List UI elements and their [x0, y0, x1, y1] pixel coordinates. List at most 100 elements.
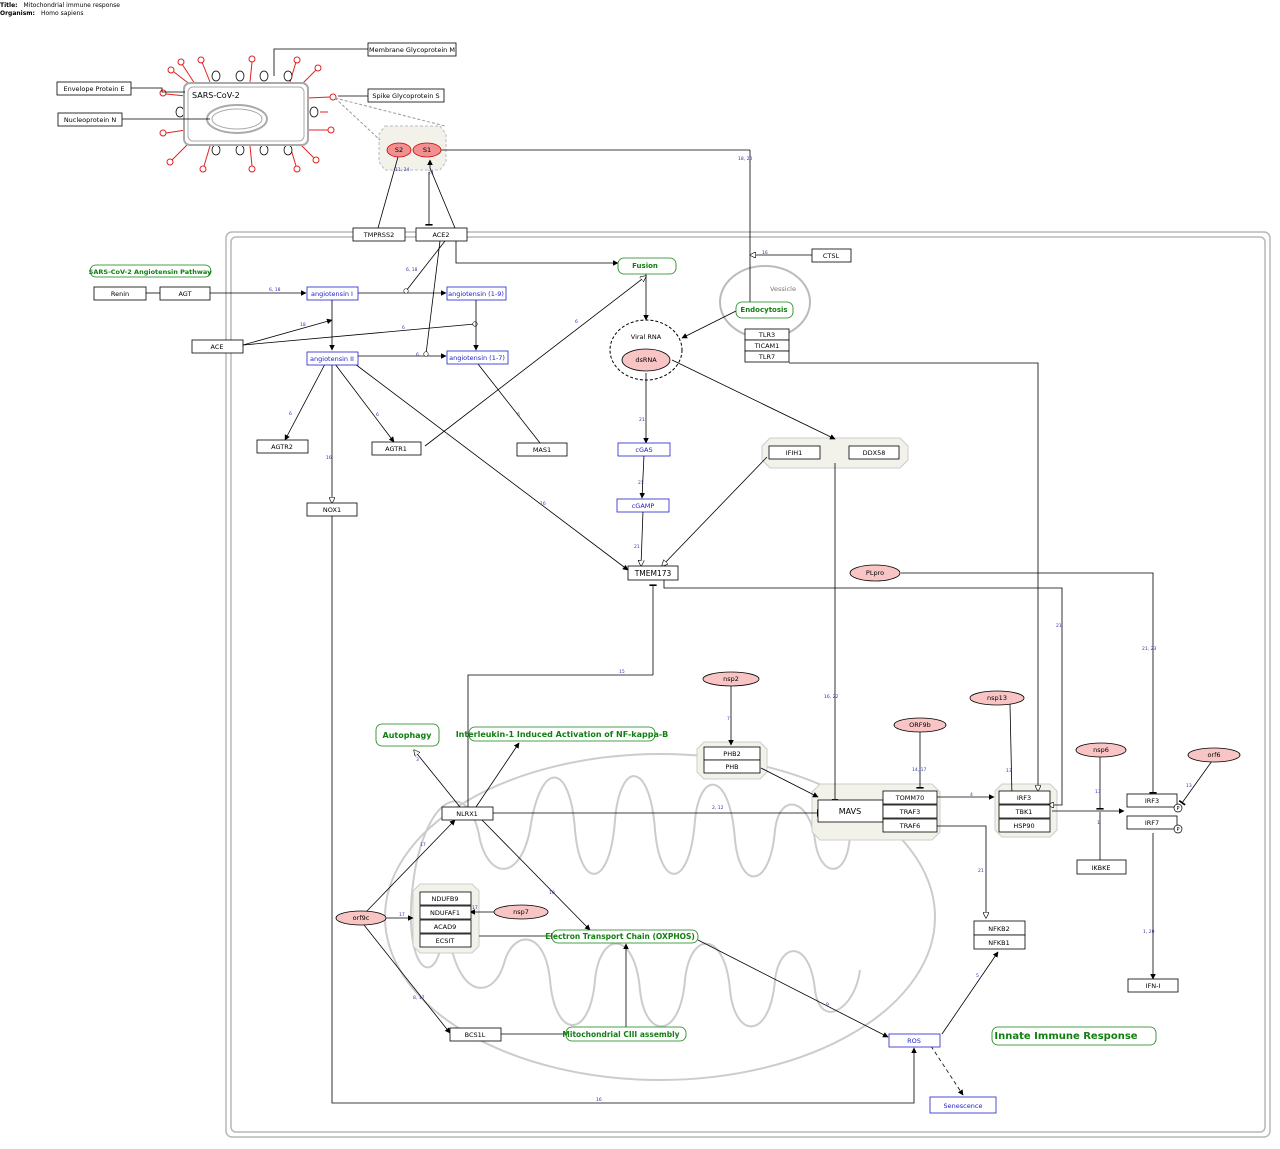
s-complex — [378, 125, 447, 171]
svg-text:ACE2: ACE2 — [432, 231, 449, 239]
phospho-marker-irf3: P — [1173, 803, 1183, 813]
ref-label: 16 — [326, 455, 332, 461]
pathway-etc: Electron Transport Chain (OXPHOS) — [545, 929, 699, 944]
organism-value: Homo sapiens — [40, 10, 84, 17]
pathway-innate-immune: Innate Immune Response — [991, 1026, 1157, 1046]
svg-text:ACE: ACE — [211, 343, 224, 351]
svg-text:Autophagy: Autophagy — [383, 731, 433, 740]
viral-rna-label: Viral RNA — [631, 333, 662, 341]
svg-text:TICAM1: TICAM1 — [754, 342, 780, 350]
gene-nucleoprotein-n: Nucleoprotein N — [57, 112, 123, 127]
ref-label: 21 — [639, 417, 645, 423]
pathway-angiotensin: SARS-CoV-2 Angiotensin Pathway — [89, 264, 212, 278]
rig-complex — [761, 437, 909, 469]
svg-text:AGTR2: AGTR2 — [271, 443, 293, 451]
metabolite-angiotensin-ii: angiotensin II — [306, 351, 359, 366]
svg-text:AGT: AGT — [178, 290, 191, 298]
ref-label: 1 — [1097, 820, 1100, 826]
ref-label: 16, 22 — [824, 694, 838, 700]
process-ciii-assembly: Mitochondrial CIII assembly — [562, 1026, 687, 1042]
ref-label: 21 — [634, 544, 640, 550]
svg-text:P: P — [1176, 827, 1179, 833]
gene-tomm70: TOMM70 — [882, 790, 938, 805]
gene-agtr2: AGTR2 — [256, 439, 309, 454]
ref-label: 6 — [416, 352, 419, 358]
viral-orf9c: orf9c — [335, 910, 387, 926]
organism-label: Organism: — [0, 10, 35, 17]
ref-label: 17 — [472, 905, 478, 911]
gene-tmprss2: TMPRSS2 — [352, 227, 406, 242]
vessicle-label: Vessicle — [770, 285, 796, 293]
svg-text:NOX1: NOX1 — [323, 506, 341, 514]
svg-text:IFIH1: IFIH1 — [786, 449, 803, 457]
svg-text:orf6: orf6 — [1207, 751, 1220, 759]
process-endocytosis: Endocytosis — [735, 301, 794, 319]
gene-agt: AGT — [159, 286, 211, 301]
ref-label: 6 — [517, 412, 520, 418]
svg-text:S1: S1 — [423, 146, 431, 154]
ref-label: 6 — [376, 412, 379, 418]
svg-text:TRAF6: TRAF6 — [899, 822, 921, 830]
ref-label: 1, 20 — [1143, 929, 1155, 935]
gene-agtr1: AGTR1 — [371, 441, 422, 456]
viral-nsp13: nsp13 — [969, 690, 1025, 706]
svg-text:Renin: Renin — [111, 290, 129, 298]
svg-text:IRF7: IRF7 — [1145, 819, 1159, 827]
gene-phb2: PHB2 — [703, 746, 761, 761]
gene-traf6: TRAF6 — [882, 818, 938, 833]
svg-text:IKBKE: IKBKE — [1091, 864, 1110, 872]
ref-label: 15 — [619, 669, 625, 675]
svg-text:NLRX1: NLRX1 — [456, 810, 478, 818]
organism-line: Organism: Homo sapiens — [0, 10, 83, 17]
svg-text:TMEM173: TMEM173 — [634, 569, 672, 578]
ref-label: 16 — [596, 1097, 602, 1103]
ref-label: 2, 12 — [712, 805, 724, 811]
viral-nsp6: nsp6 — [1075, 742, 1127, 758]
svg-text:TLR3: TLR3 — [758, 331, 775, 339]
ref-label: 13 — [1095, 789, 1101, 795]
svg-text:nsp7: nsp7 — [513, 908, 529, 916]
svg-text:P: P — [1176, 806, 1179, 812]
ref-label: 24 — [428, 170, 434, 176]
svg-text:nsp2: nsp2 — [723, 675, 739, 683]
gene-acad9: ACAD9 — [419, 919, 472, 934]
svg-text:NFKB2: NFKB2 — [988, 925, 1009, 933]
viral-dsrna: dsRNA — [621, 348, 671, 372]
svg-text:HSP90: HSP90 — [1013, 822, 1034, 830]
ref-label: 6 — [575, 319, 578, 325]
gene-ifih1: IFIH1 — [768, 445, 821, 460]
gene-ecsit: ECSIT — [419, 933, 472, 948]
svg-text:TRAF3: TRAF3 — [899, 808, 921, 816]
virus-label: SARS-CoV-2 — [192, 91, 240, 100]
viral-orf9b: ORF9b — [893, 717, 947, 733]
virion — [159, 55, 337, 173]
svg-text:TLR7: TLR7 — [758, 353, 775, 361]
svg-text:Envelope Protein E: Envelope Protein E — [63, 85, 124, 93]
ref-label: 8, 17 — [413, 995, 425, 1001]
svg-text:IFN-I: IFN-I — [1146, 982, 1161, 990]
viral-nsp2: nsp2 — [702, 671, 760, 687]
metabolite-cgas: cGAS — [617, 442, 671, 457]
ref-label: 16 — [762, 250, 768, 256]
svg-text:orf9c: orf9c — [353, 914, 370, 922]
process-autophagy: Autophagy — [375, 723, 440, 747]
gene-ikbke: IKBKE — [1076, 859, 1127, 875]
ref-label: 6 — [402, 325, 405, 331]
metabolite-angiotensin-1-7: angiotensin (1-7) — [446, 350, 509, 365]
gene-ctsl: CTSL — [811, 248, 852, 263]
svg-text:Spike Glycoprotein S: Spike Glycoprotein S — [372, 92, 439, 100]
gene-tbk1: TBK1 — [998, 804, 1051, 819]
ref-label: 10 — [549, 890, 555, 896]
svg-text:IRF3: IRF3 — [1145, 797, 1159, 805]
gene-ace: ACE — [191, 339, 244, 354]
svg-text:angiotensin (1-9): angiotensin (1-9) — [448, 290, 504, 298]
ref-label: 4 — [970, 792, 973, 798]
ref-label: 21 — [638, 480, 644, 486]
ref-label: 18, 20 — [738, 156, 752, 162]
ref-label: 6, 18 — [406, 267, 418, 273]
svg-text:PLpro: PLpro — [866, 569, 884, 577]
ref-label: 9 — [826, 1002, 829, 1008]
svg-text:PHB: PHB — [725, 763, 738, 771]
ref-label: 13 — [1006, 768, 1012, 774]
gene-nox1: NOX1 — [306, 502, 358, 517]
